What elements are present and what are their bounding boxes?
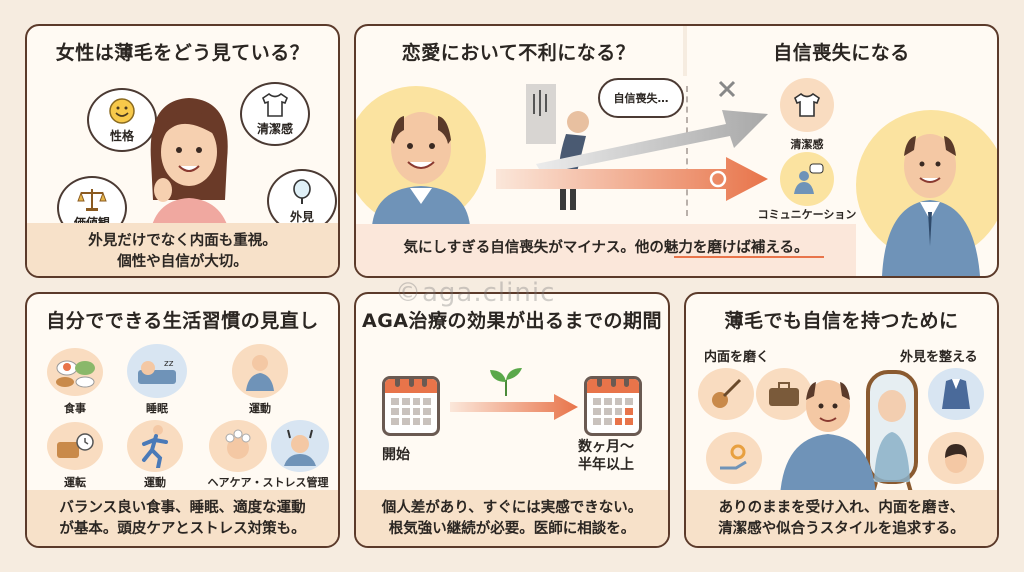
progress-arrow — [450, 394, 578, 420]
item-label: コミュニケーション — [757, 208, 857, 221]
item-label: 清潔感 — [790, 138, 824, 151]
outer-label: 外見を整える — [900, 350, 978, 365]
footer-line: ありのままを受け入れ、内面を磨き、 — [718, 500, 965, 516]
woman-illustration — [149, 98, 231, 240]
briefcase-circle — [756, 368, 812, 420]
panel-footer: 外見だけでなく内面も重視。 個性や自信が大切。 — [27, 223, 338, 276]
footer-line: 清潔感や似合うスタイルを追求する。 — [718, 521, 965, 537]
bubble-cleanliness: 清潔感 — [240, 82, 310, 146]
item-label: 運転 — [64, 476, 86, 489]
guitar-circle — [698, 368, 754, 420]
sprout-icon — [490, 368, 522, 396]
bubble-appearance: 外見 — [267, 169, 337, 233]
footer-line: 個人差があり、すぐには実感できない。 — [381, 500, 643, 516]
running-icon — [142, 425, 168, 468]
thought-bubble: 自信喪失… — [598, 78, 684, 118]
svg-text:zz: zz — [164, 359, 174, 369]
panel-title: AGA治療の効果が出るまでの期間 — [361, 310, 662, 332]
bubble-personality: 性格 — [87, 88, 157, 152]
panel-romance: 恋愛において不利になる？ 自信喪失になる 自信喪失… 清潔感 コミ — [354, 24, 999, 278]
footer-strip — [356, 224, 856, 276]
calendar-end-icon — [584, 376, 642, 436]
end-line: 半年以上 — [578, 457, 634, 473]
hair-icon — [945, 444, 967, 473]
footer-line: バランス良い食事、睡眠、適度な運動 — [59, 500, 306, 516]
meal-icon — [56, 360, 95, 388]
panel-footer: バランス良い食事、睡眠、適度な運動 が基本。頭皮ケアとストレス対策も。 — [27, 490, 338, 546]
man-mirror-illustration — [780, 370, 918, 496]
person-icon — [246, 355, 274, 391]
panel-aga-period: AGA治療の効果が出るまでの期間 開始 数ヶ月〜 半年以上 個人差があり、すぐに… — [354, 292, 670, 548]
briefcase-icon — [769, 382, 799, 406]
panel-title: 薄毛でも自信を持つために — [724, 310, 959, 332]
panel-confidence: 薄毛でも自信を持つために 内面を磨く 外見を整える ありのままを受け入れ、内面を… — [684, 292, 999, 548]
growth-circle — [706, 432, 762, 484]
scale-icon — [77, 188, 107, 211]
running-circle — [127, 420, 183, 472]
guitar-icon — [712, 378, 742, 408]
person-chat-icon — [794, 163, 824, 194]
item-label: 運動 — [249, 402, 271, 415]
orange-arrow — [496, 157, 768, 201]
shampoo-icon — [225, 429, 251, 459]
mirror-icon — [293, 178, 311, 204]
icon-communication-circle — [780, 152, 834, 206]
exercise-circle — [232, 344, 288, 398]
meal-circle — [47, 348, 103, 396]
panel-title: 自信喪失になる — [773, 42, 910, 64]
dashed-divider — [686, 86, 688, 216]
panel-footer: 個人差があり、すぐには実感できない。 根気強い継続が必要。医師に相談を。 — [356, 490, 668, 546]
depressed-man-illustration — [526, 84, 589, 210]
bubble-label: 性格 — [109, 128, 134, 143]
divider — [683, 26, 687, 76]
end-label: 数ヶ月〜 半年以上 — [578, 438, 634, 474]
hairstyle-circle — [928, 432, 984, 484]
haircare-circle — [209, 420, 267, 472]
footer-line: 個性や自信が大切。 — [117, 254, 248, 270]
stressed-person-icon — [284, 429, 316, 466]
panel-title: 恋愛において不利になる？ — [401, 42, 636, 64]
man-confident-illustration — [882, 134, 980, 276]
smile-icon — [109, 97, 135, 124]
suit-circle — [928, 368, 984, 420]
icon-tshirt-circle — [780, 78, 834, 132]
stress-circle — [271, 420, 329, 472]
watermark: ©aga.clinic — [395, 278, 556, 308]
item-label: ヘアケア・ストレス管理 — [207, 476, 329, 489]
tshirt-icon — [262, 92, 288, 117]
jacket-icon — [942, 379, 970, 409]
panel-title: 女性は薄毛をどう見ている？ — [55, 42, 310, 64]
panel-lifestyle: 自分でできる生活習慣の見直し 食事 zz 睡眠 運動 運転 運動 ヘアケア・スト… — [25, 292, 340, 548]
footer-line: 根気強い継続が必要。医師に相談を。 — [388, 521, 636, 537]
panel-footer: 気にしすぎる自信喪失がマイナス。他の魅力を磨けば補える。 — [403, 240, 809, 256]
start-label: 開始 — [382, 447, 410, 463]
underline — [674, 256, 824, 258]
item-label: 食事 — [64, 402, 86, 415]
man-smiling-illustration — [372, 112, 470, 226]
inner-label: 内面を磨く — [704, 350, 770, 365]
driving-circle — [47, 422, 103, 470]
bubble-label: 外見 — [289, 209, 314, 224]
clock-icon — [57, 433, 94, 458]
end-line: 数ヶ月〜 — [578, 439, 634, 455]
thought-text: 自信喪失… — [613, 92, 669, 105]
footer-line: が基本。頭皮ケアとストレス対策も。 — [59, 521, 306, 537]
bubble-label: 清潔感 — [256, 121, 293, 136]
tshirt-icon — [794, 93, 820, 117]
close-icon — [718, 80, 736, 98]
hand-gear-icon — [720, 444, 747, 470]
panel-women-view: 女性は薄毛をどう見ている？ 性格 清潔感 価値観 外見 外見だけでなく内面も重視… — [25, 24, 340, 278]
calendar-start-icon — [382, 376, 440, 436]
panel-footer: ありのままを受け入れ、内面を磨き、 清潔感や似合うスタイルを追求する。 — [686, 490, 997, 546]
item-label: 睡眠 — [146, 402, 168, 415]
item-label: 運動 — [144, 476, 166, 489]
sleep-circle: zz — [127, 344, 187, 398]
gray-arrow — [536, 110, 768, 174]
panel-title: 自分でできる生活習慣の見直し — [46, 310, 319, 332]
sleep-icon: zz — [138, 359, 176, 384]
footer-line: 外見だけでなく内面も重視。 — [88, 233, 277, 249]
